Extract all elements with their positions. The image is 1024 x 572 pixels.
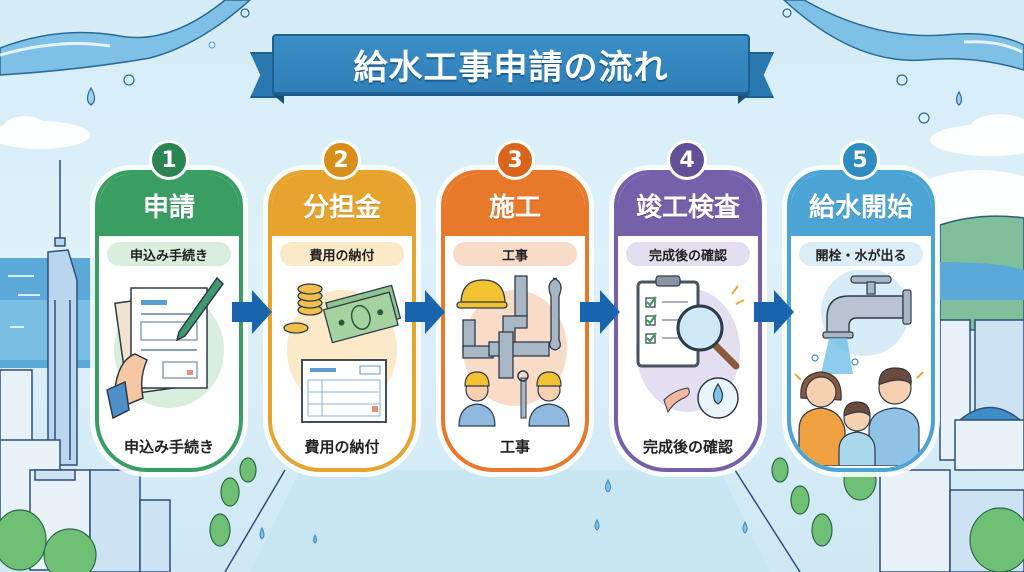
step-4-number-badge: 4 (667, 140, 707, 180)
application-form-pen-icon (99, 270, 239, 434)
step-3-title: 施工 (488, 192, 541, 223)
step-5-pill: 開栓・水が出る (799, 242, 923, 266)
ribbon-fold-left (272, 94, 284, 104)
arrow-right-icon (580, 290, 620, 334)
step-4-card: 竣工検査 完成後の確認 (614, 170, 762, 472)
water-drops-left-icon (86, 8, 250, 106)
step-5-number-badge: 5 (840, 140, 880, 180)
ribbon-fold-right (738, 94, 750, 104)
step-1-number-badge: 1 (149, 140, 189, 180)
step-2-title: 分担金 (302, 192, 381, 223)
arrow-right-icon (405, 290, 445, 334)
step-2-number-badge: 2 (321, 140, 361, 180)
step-3-pill: 工事 (453, 242, 577, 266)
money-payment-slip-icon (272, 270, 412, 434)
water-stream-left-icon (0, 0, 252, 76)
arrow-right-icon (754, 290, 794, 334)
step-2-caption: 費用の納付 (304, 438, 380, 456)
arrow-right-icon (232, 290, 272, 334)
step-3-caption: 工事 (499, 438, 530, 456)
step-1-caption: 申込み手続き (123, 438, 214, 456)
step-2-card: 分担金 費用の納付 (268, 170, 416, 472)
step-3-card: 施工 工事 (441, 170, 589, 472)
step-1-pill: 申込み手続き (107, 242, 231, 266)
step-5-title: 給水開始 (808, 192, 913, 223)
faucet-happy-family-icon (791, 270, 931, 466)
checklist-magnifier-water-icon (618, 270, 758, 434)
step-1-title: 申請 (142, 192, 195, 223)
pipes-workers-wrench-icon (445, 270, 585, 434)
step-4-caption: 完成後の確認 (642, 438, 733, 456)
step-1-card: 申請 申込み手続き 申込み手続き (95, 170, 243, 472)
page-title: 給水工事申請の流れ (353, 47, 669, 88)
title-banner: 給水工事申請の流れ (272, 34, 750, 94)
step-2-pill: 費用の納付 (280, 242, 404, 266)
step-4-title: 竣工検査 (635, 192, 740, 223)
step-3-number-badge: 3 (495, 140, 535, 180)
step-4-pill: 完成後の確認 (626, 242, 750, 266)
step-5-card: 給水開始 開栓・水が出る (787, 170, 935, 472)
